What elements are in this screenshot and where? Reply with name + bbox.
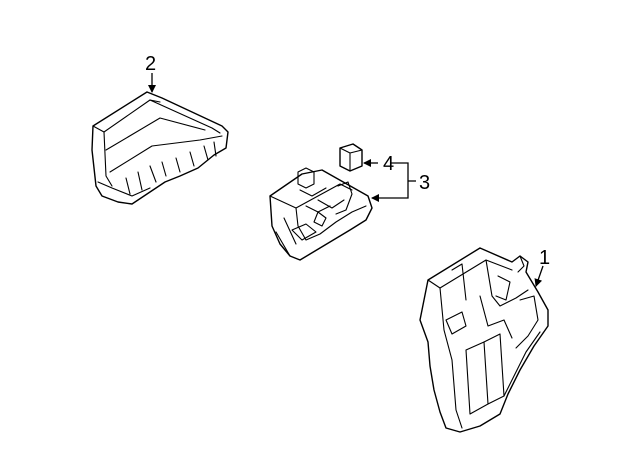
- callout-label-1: 1: [539, 247, 550, 269]
- callout-label-3: 3: [419, 172, 430, 194]
- part-2-cover: [91, 91, 229, 205]
- callout-label-2: 2: [145, 53, 156, 75]
- part-4-relay: [339, 143, 363, 172]
- part-3-fuse-block: [269, 167, 373, 261]
- callout-1-leader: [534, 265, 544, 287]
- part-1-housing: [419, 247, 549, 433]
- callout-label-4: 4: [383, 153, 394, 175]
